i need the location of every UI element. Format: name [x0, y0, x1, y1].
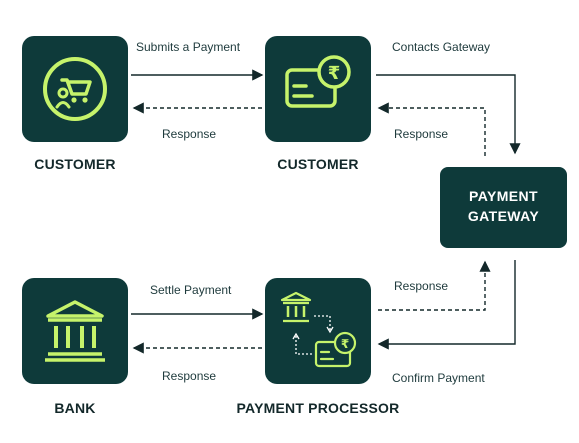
shopping-cart-person-icon — [43, 57, 107, 121]
svg-text:₹: ₹ — [328, 63, 341, 84]
bank-node — [22, 278, 128, 384]
customer-left-node — [22, 36, 128, 142]
bank-transfer-icon: ₹ — [280, 291, 357, 368]
label-response-gateway-bottom: Response — [394, 279, 449, 293]
label-settle-payment: Settle Payment — [150, 283, 232, 297]
edge-response-gateway-top — [377, 102, 486, 156]
bank-building-icon — [45, 300, 105, 362]
label-confirm-payment: Confirm Payment — [392, 371, 485, 385]
bank-caption: BANK — [54, 400, 96, 416]
gateway-line-1: PAYMENT — [469, 188, 538, 204]
label-contacts-gateway: Contacts Gateway — [392, 40, 491, 54]
label-response-gateway-top: Response — [394, 127, 449, 141]
customer-right-caption: CUSTOMER — [277, 156, 359, 172]
edge-contacts-gateway — [376, 74, 521, 155]
edge-response-gateway-bottom — [378, 260, 491, 311]
payment-gateway-label: PAYMENT GATEWAY — [440, 186, 567, 227]
svg-text:₹: ₹ — [341, 337, 349, 351]
customer-left-caption: CUSTOMER — [34, 156, 116, 172]
edge-confirm — [377, 260, 516, 350]
gateway-line-2: GATEWAY — [467, 208, 540, 225]
label-submits-payment: Submits a Payment — [136, 40, 241, 54]
label-response-bottom: Response — [162, 369, 217, 383]
rupee-card-icon: ₹ — [285, 55, 351, 108]
payment-gateway-node — [440, 167, 567, 248]
label-response-top: Response — [162, 127, 217, 141]
payment-processor-caption: PAYMENT PROCESSOR — [236, 400, 400, 416]
customer-right-node — [265, 36, 371, 142]
